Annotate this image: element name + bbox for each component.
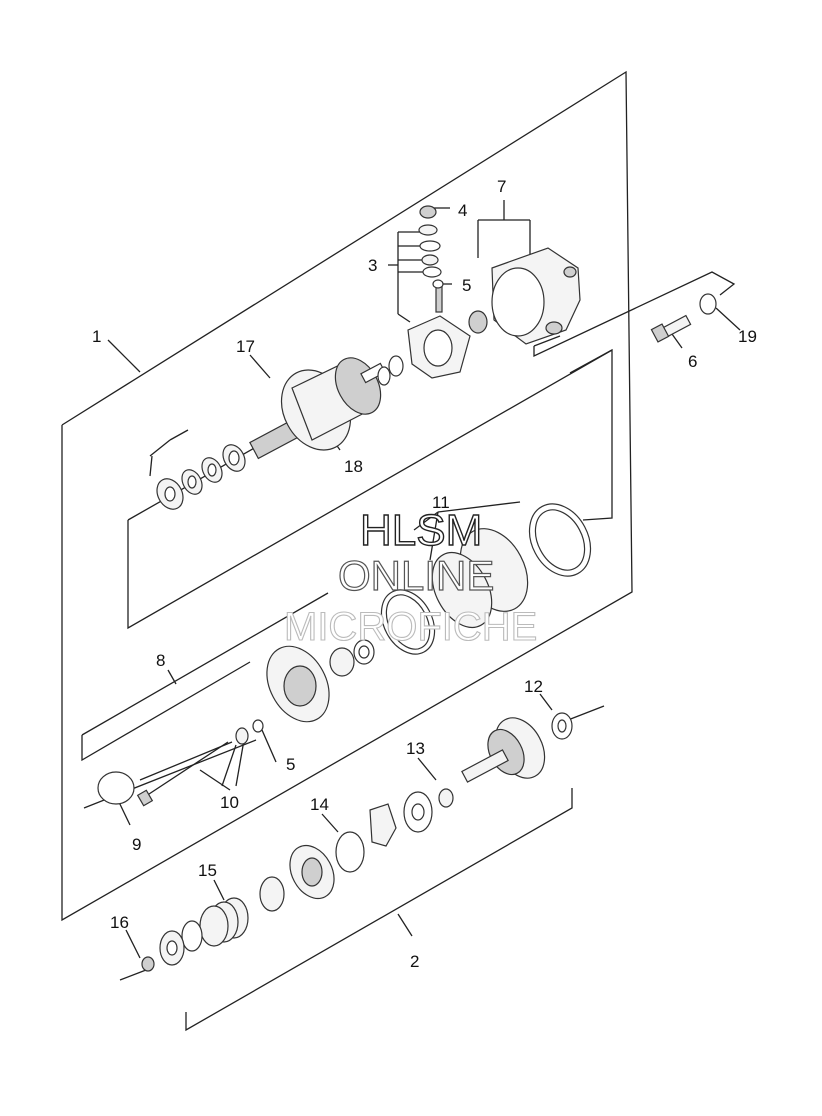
label-12: 12 — [524, 677, 543, 696]
spring-stack — [141, 897, 249, 972]
watermark-line-3: MICROFICHE — [284, 605, 537, 649]
gear-housing — [266, 639, 375, 723]
label-15: 15 — [198, 861, 217, 880]
pinion-shaft — [461, 712, 573, 783]
label-5-top: 5 — [462, 276, 471, 295]
label-5-bottom: 5 — [286, 755, 295, 774]
label-8: 8 — [156, 651, 165, 670]
label-16: 16 — [110, 913, 129, 932]
label-6: 6 — [688, 352, 697, 371]
label-18: 18 — [344, 457, 363, 476]
part-labels: 1 2 3 4 5 5 6 7 8 9 10 11 12 13 14 15 16… — [92, 177, 757, 971]
label-14: 14 — [310, 795, 329, 814]
label-11: 11 — [432, 493, 450, 512]
yoke-rings — [380, 503, 592, 655]
watermark-line-2: ONLINE — [338, 552, 494, 599]
assembly-2-outline — [81, 592, 605, 1032]
label-1: 1 — [92, 327, 101, 346]
brush-plate — [407, 279, 488, 379]
label-7: 7 — [497, 177, 506, 196]
label-10: 10 — [220, 793, 239, 812]
label-2: 2 — [410, 952, 419, 971]
washer-stack — [418, 205, 442, 278]
label-13: 13 — [406, 739, 425, 758]
housing — [491, 247, 581, 345]
assembly-7-bracket — [477, 200, 736, 358]
label-19: 19 — [738, 327, 757, 346]
armature — [249, 355, 404, 460]
clutch-parts — [259, 788, 454, 912]
label-4: 4 — [458, 201, 467, 220]
label-17: 17 — [236, 337, 255, 356]
label-3: 3 — [368, 256, 377, 275]
bolt-and-washer — [650, 293, 717, 343]
label-9: 9 — [132, 835, 141, 854]
watermark: HLSM ONLINE MICROFICHE — [283, 505, 537, 649]
through-bolt — [97, 719, 264, 807]
armature-washers — [156, 444, 246, 510]
watermark-line-1: HLSM — [360, 506, 482, 555]
